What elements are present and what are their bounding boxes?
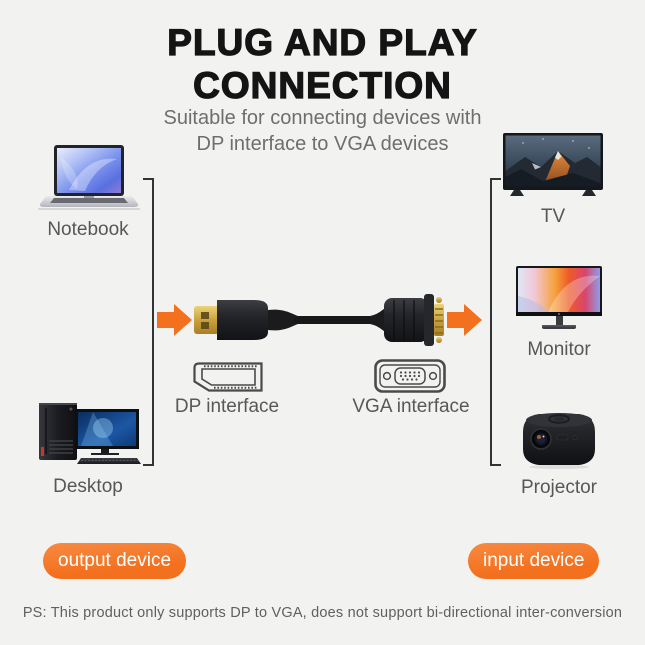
title-line-1: PLUG AND PLAY xyxy=(167,21,478,63)
desktop-label: Desktop xyxy=(53,476,123,497)
desktop-device: Desktop xyxy=(32,403,144,498)
title-line-2: CONNECTION xyxy=(192,65,452,107)
page-title: PLUG AND PLAY CONNECTION xyxy=(0,21,645,108)
dp-port-icon xyxy=(193,362,263,392)
output-bracket-line xyxy=(143,178,154,466)
notebook-label: Notebook xyxy=(47,219,129,240)
notebook-device: Notebook xyxy=(34,145,142,241)
notebook-icon xyxy=(38,145,140,210)
desktop-icon xyxy=(39,403,141,464)
tv-device: TV xyxy=(503,133,603,228)
monitor-device: Monitor xyxy=(515,266,603,361)
output-device-badge: output device xyxy=(43,543,187,579)
subtitle: Suitable for connecting devices with DP … xyxy=(0,106,645,157)
projector-label: Projector xyxy=(520,477,598,498)
dp-to-vga-cable xyxy=(194,294,444,346)
vga-interface-label: VGA interface xyxy=(352,396,470,417)
projector-device: Projector xyxy=(515,406,603,499)
right-arrow-icon xyxy=(447,304,482,336)
monitor-icon xyxy=(516,266,602,329)
left-arrow-icon xyxy=(157,304,192,336)
vga-port-icon xyxy=(374,359,446,393)
tv-label: TV xyxy=(540,206,566,227)
subtitle-line-1: Suitable for connecting devices with xyxy=(163,107,482,129)
projector-icon xyxy=(523,413,595,469)
monitor-label: Monitor xyxy=(527,339,591,360)
input-bracket-line xyxy=(490,178,501,466)
footnote-text: PS: This product only supports DP to VGA… xyxy=(22,605,623,621)
dp-interface-label: DP interface xyxy=(174,396,280,417)
input-device-badge: input device xyxy=(468,543,600,579)
tv-icon xyxy=(503,133,603,196)
subtitle-line-2: DP interface to VGA devices xyxy=(196,132,449,155)
